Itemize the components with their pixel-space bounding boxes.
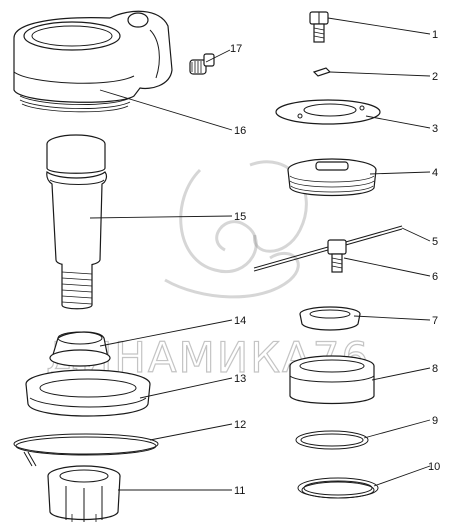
callout-14: 14: [234, 315, 246, 327]
part-4-threaded-plug: [287, 158, 377, 197]
callout-3: 3: [432, 123, 438, 135]
part-15-ball-pin: [46, 134, 108, 310]
part-14-boot: [49, 331, 111, 367]
part-11-castle-nut: [47, 465, 121, 522]
part-7-liner: [299, 306, 361, 331]
leader-lines: [89, 17, 431, 491]
part-13-cup: [25, 369, 151, 417]
part-2-lock-washer: [312, 67, 332, 77]
part-6-clamp-bolt: [327, 239, 347, 273]
callout-1: 1: [432, 29, 438, 41]
callout-15: 15: [234, 211, 246, 223]
part-9-o-ring: [295, 430, 369, 450]
callout-12: 12: [234, 419, 246, 431]
callout-17: 17: [230, 43, 242, 55]
callout-4: 4: [432, 167, 438, 179]
callout-6: 6: [432, 271, 438, 283]
part-16-housing: [13, 10, 173, 113]
callout-16: 16: [234, 125, 246, 137]
callout-13: 13: [234, 373, 246, 385]
part-12-snap-ring: [13, 433, 159, 467]
callout-10: 10: [428, 461, 440, 473]
callout-11: 11: [234, 485, 245, 497]
callout-7: 7: [432, 315, 438, 327]
callout-8: 8: [432, 363, 438, 375]
part-3-cover-plate: [275, 99, 381, 125]
callout-2: 2: [432, 71, 438, 83]
watermark-logo: [164, 160, 308, 299]
part-10-seal-ring: [297, 477, 379, 499]
callout-9: 9: [432, 415, 438, 427]
part-1-bolt: [309, 11, 329, 43]
part-8-bearing-sleeve: [289, 355, 375, 405]
part-17-grease-fitting: [189, 53, 215, 75]
callout-numbers: 1 2 3 4 5 6 7 8 9 10 11 12 13 14 15 16 1…: [230, 29, 440, 497]
callout-5: 5: [432, 236, 438, 248]
